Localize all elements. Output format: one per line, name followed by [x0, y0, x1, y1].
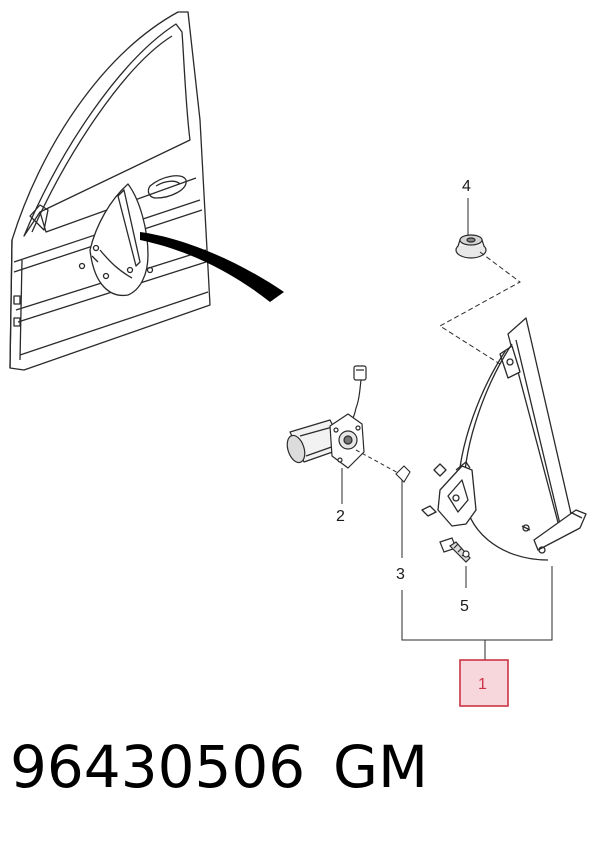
bolt-part — [439, 537, 471, 563]
callout-4-label: 4 — [462, 178, 471, 195]
brand-label: GM — [333, 733, 428, 801]
front-door-illustration — [9, 11, 211, 371]
detail-pointer-arrow — [140, 232, 284, 302]
assembly-group-bracket — [401, 566, 553, 641]
window-motor-part — [286, 365, 401, 475]
window-regulator-part — [421, 317, 587, 561]
flange-nut-part — [455, 234, 487, 259]
callout-1-highlight-box — [459, 659, 509, 707]
callout-2-label: 2 — [336, 508, 345, 525]
part-number: 96430506 — [10, 733, 306, 801]
callout-3-label: 3 — [396, 566, 405, 583]
callout-1-label: 1 — [478, 676, 487, 693]
nut-connection-line — [439, 251, 521, 365]
callout-5-label: 5 — [460, 598, 469, 615]
regulator-clip — [395, 465, 411, 483]
